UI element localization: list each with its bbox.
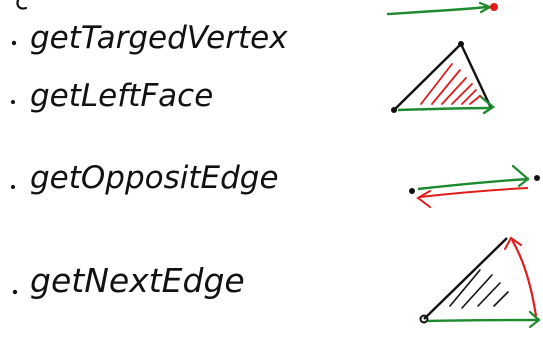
- vertex-dot: [419, 314, 429, 324]
- directed-edge-arrow: [386, 5, 490, 16]
- cutoff-stroke: [16, 0, 28, 10]
- bullet-dot: [11, 100, 15, 104]
- base-edge: [427, 318, 539, 323]
- target-vertex-dot: [490, 3, 498, 11]
- opposite-edge-sketch: [409, 164, 540, 208]
- left-face-sketch: [391, 41, 495, 115]
- item-get-left-face: getLeftFace: [11, 78, 213, 114]
- face-hatch: [420, 63, 481, 105]
- item-label: getLeftFace: [30, 78, 213, 114]
- item-label: getNextEdge: [30, 261, 245, 300]
- item-get-opposit-edge: getOppositEdge: [11, 160, 279, 196]
- arrowhead-icon: [416, 190, 431, 208]
- item-get-targed-vertex: getTargedVertex: [11, 20, 288, 56]
- face-hatch: [449, 269, 509, 309]
- triangle-side: [423, 237, 508, 320]
- arrowhead-icon: [511, 164, 530, 188]
- next-edge: [511, 239, 538, 317]
- item-label: getOppositEdge: [30, 160, 279, 196]
- arrowhead-icon: [504, 236, 522, 250]
- bullet-dot: [11, 185, 15, 189]
- arrowhead-icon: [528, 310, 541, 329]
- next-edge-sketch: [419, 236, 541, 329]
- half-edge: [417, 177, 530, 191]
- vertex-dot: [409, 188, 415, 194]
- bullet-dot: [11, 40, 17, 46]
- vertex-dot: [534, 175, 540, 181]
- opposite-half-edge: [419, 187, 529, 198]
- bullet-dot: [12, 289, 18, 295]
- base-edge: [397, 106, 493, 112]
- item-get-next-edge: getNextEdge: [12, 261, 245, 300]
- arrowhead-icon: [478, 94, 495, 115]
- vertex-dot: [458, 41, 464, 47]
- item-label: getTargedVertex: [30, 20, 288, 56]
- targed-vertex-sketch: [386, 1, 498, 16]
- vertex-dot: [391, 107, 397, 113]
